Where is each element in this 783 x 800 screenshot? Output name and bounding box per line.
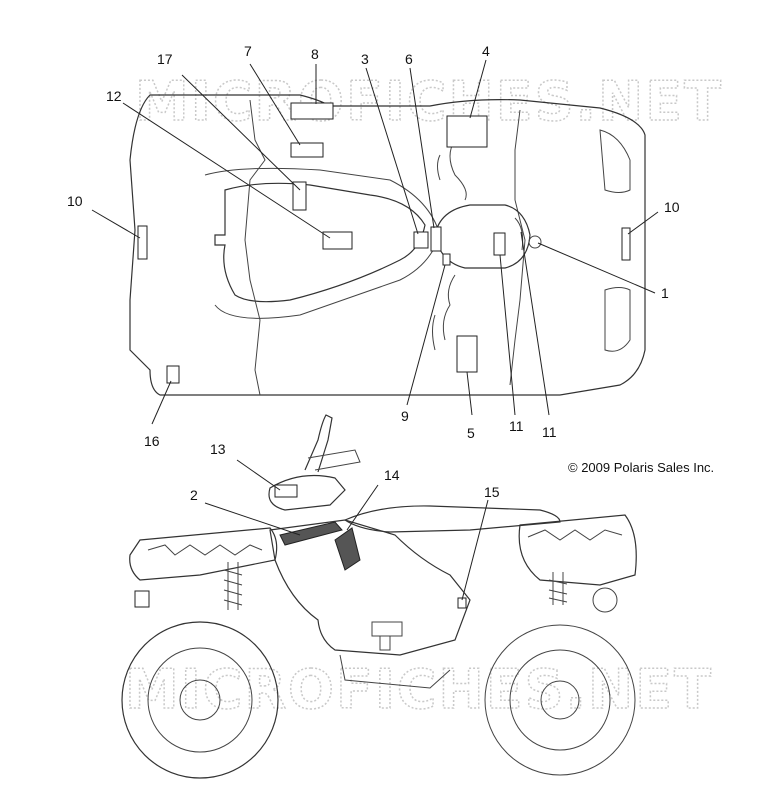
leader-lines: [91, 59, 659, 601]
callout-2: 2: [190, 487, 198, 503]
decal-12: [493, 232, 506, 256]
callout-10-right: 10: [664, 199, 680, 215]
decal-7: [290, 142, 324, 158]
decal-4: [446, 115, 488, 148]
callout-12: 11: [509, 418, 524, 434]
callout-10-left: 10: [67, 193, 83, 209]
watermark-top: MICROFICHES.NET: [135, 70, 723, 133]
decal-9: [442, 253, 451, 266]
callout-13: 12: [106, 88, 122, 104]
callout-8: 8: [311, 46, 319, 62]
copyright-notice: © 2009 Polaris Sales Inc.: [568, 460, 714, 475]
decal-13: [322, 231, 353, 250]
callout-7: 7: [244, 43, 252, 59]
decal-15: [334, 527, 361, 571]
callout-14: 13: [210, 441, 226, 457]
decal-10-side: [134, 590, 150, 608]
decal-10-right: [621, 227, 631, 261]
decal-2: [279, 521, 343, 546]
decal-3: [413, 231, 429, 249]
decal-6: [430, 226, 442, 252]
callout-3: 3: [361, 51, 369, 67]
callout-6: 6: [405, 51, 413, 67]
callout-17: 16: [144, 433, 160, 449]
callout-18: 17: [157, 51, 173, 67]
decal-10-left: [137, 225, 148, 260]
decal-5: [456, 335, 478, 373]
callout-15: 14: [384, 467, 400, 483]
top-view: [129, 94, 646, 396]
callout-11: 11: [542, 424, 557, 440]
side-view: [121, 414, 637, 779]
decal-8: [290, 102, 334, 120]
decal-17: [166, 365, 180, 384]
callout-4: 4: [482, 43, 490, 59]
callout-1: 1: [661, 285, 669, 301]
decal-16: [457, 597, 467, 609]
callout-labels: 17 7 8 3 6 4 12 10 10 1 16 9 5 11 11 13 …: [67, 43, 680, 503]
decal-14: [274, 484, 298, 498]
callout-16: 15: [484, 484, 500, 500]
decal-18: [292, 181, 307, 211]
callout-5: 5: [467, 425, 475, 441]
callout-9: 9: [401, 408, 409, 424]
watermark-bottom: MICROFICHES.NET: [125, 658, 713, 721]
